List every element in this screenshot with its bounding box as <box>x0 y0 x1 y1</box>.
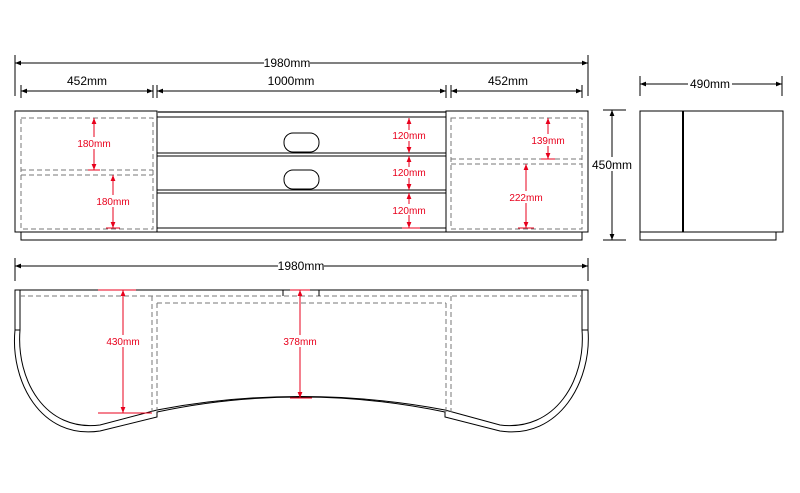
plan-overall-width-label: 1980mm <box>278 259 325 273</box>
side-depth-label: 430mm <box>106 337 139 348</box>
height-dimension: 450mm <box>592 109 634 241</box>
middle-section-width-label: 1000mm <box>268 74 315 88</box>
drawer-3-height: 120mm <box>392 206 425 217</box>
left-section-width-label: 452mm <box>67 74 107 88</box>
left-lower-shelf-height: 180mm <box>96 197 129 208</box>
right-upper-shelf-height: 139mm <box>531 136 564 147</box>
depth-label: 490mm <box>690 77 730 91</box>
drawer-1-height: 120mm <box>392 131 425 142</box>
plan-outline <box>13 289 589 433</box>
right-section-width-label: 452mm <box>488 74 528 88</box>
drawer-handle <box>283 169 320 190</box>
left-upper-shelf-height: 180mm <box>77 139 110 150</box>
plinth <box>20 231 583 241</box>
right-lower-shelf-height: 222mm <box>509 193 542 204</box>
top-dimensions: 1980mm 452mm 1000mm 452mm <box>14 55 589 98</box>
height-label: 450mm <box>592 158 632 172</box>
front-view: 180mm 180mm 120mm 120mm 120mm 139mm 222m… <box>14 110 589 241</box>
left-cabinet <box>14 110 158 233</box>
center-depth-label: 378mm <box>283 337 316 348</box>
drawer-2-height: 120mm <box>392 168 425 179</box>
drawer-handle <box>283 132 320 153</box>
overall-width-label: 1980mm <box>264 56 311 70</box>
right-cabinet <box>445 110 589 233</box>
side-view: 490mm <box>639 76 784 241</box>
plan-view: 1980mm 430mm 378mm <box>13 258 589 433</box>
